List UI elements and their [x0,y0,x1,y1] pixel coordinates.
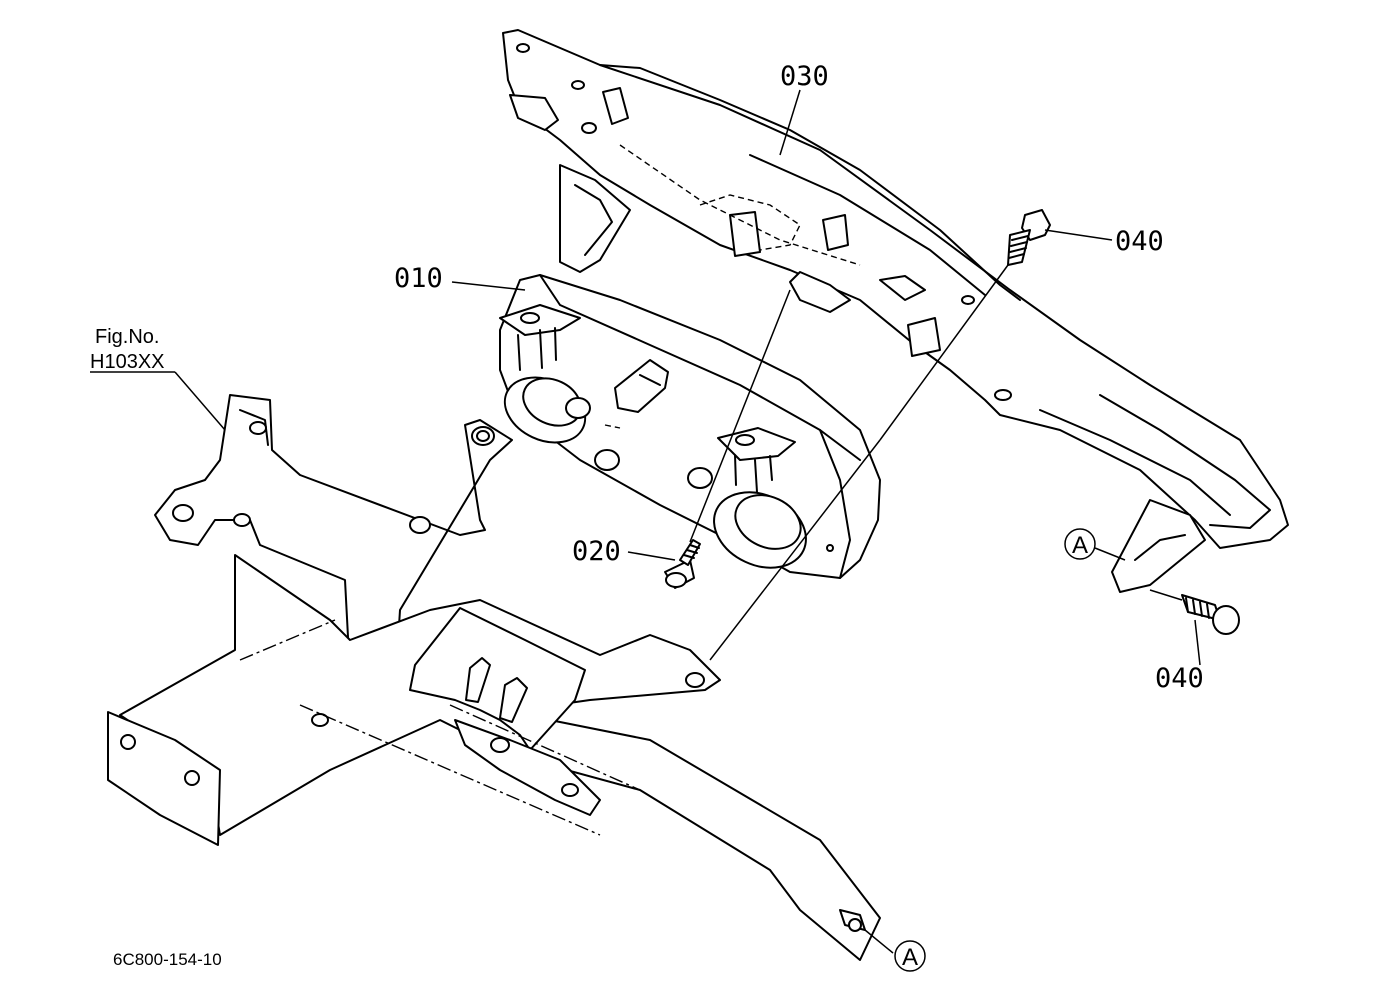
callout-040-upper: 040 [1115,226,1164,257]
meter-panel-010[interactable] [494,274,881,582]
leader-lines [90,89,1201,954]
marker-a-upper-label: A [1072,532,1088,559]
bolt-040-upper[interactable] [1007,209,1051,266]
marker-a-upper: A [1064,528,1096,560]
callout-020: 020 [572,536,621,567]
figure-reference-label: Fig.No. [95,326,159,348]
alignment-lines [689,264,1183,661]
marker-a-lower-label: A [902,944,918,971]
diagram-id: 6C800-154-10 [113,950,222,969]
screw-020[interactable] [664,539,701,589]
callout-030: 030 [780,61,829,92]
callout-040-lower: 040 [1155,663,1204,694]
panel-cover-030[interactable] [502,29,1289,593]
bolt-040-lower[interactable] [1181,594,1240,635]
figure-reference-number: H103XX [90,351,165,373]
marker-a-lower: A [894,940,926,972]
callout-010: 010 [394,263,443,294]
bracket-frame [107,394,881,961]
